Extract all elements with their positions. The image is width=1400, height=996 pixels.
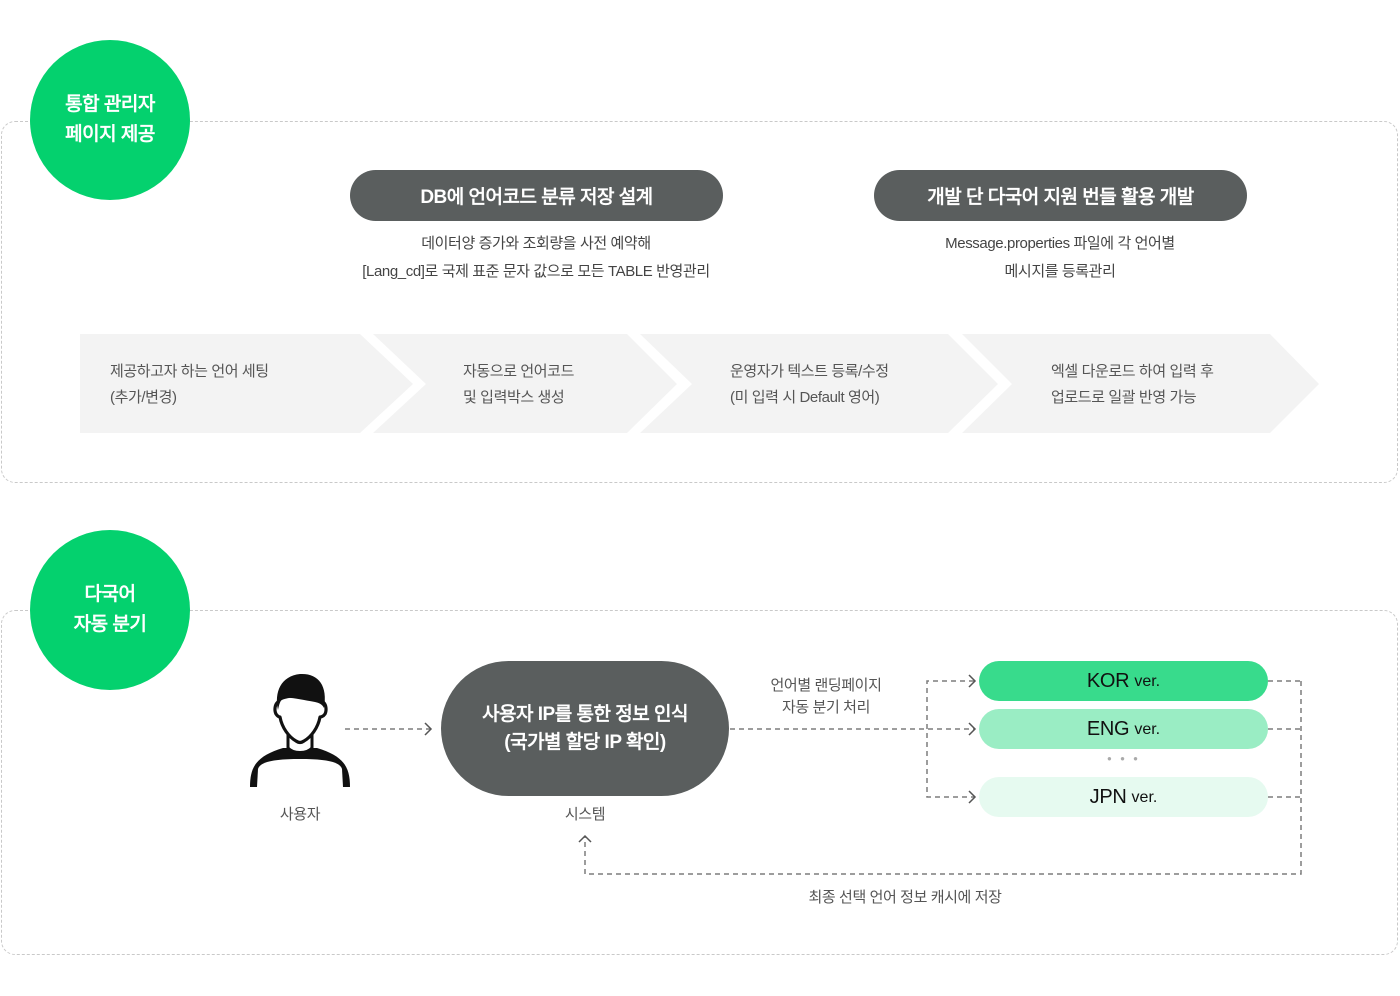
version-pill-jpn: JPN ver.	[979, 777, 1268, 817]
version-pill-eng: ENG ver.	[979, 709, 1268, 749]
step-line-2: 및 입력박스 생성	[463, 389, 565, 406]
badge-line-2: 페이지 제공	[65, 124, 155, 145]
branch-label-line-1: 언어별 랜딩페이지	[770, 677, 882, 694]
badge-line-1: 통합 관리자	[65, 94, 155, 115]
step-1-text: 제공하고자 하는 언어 세팅 (추가/변경)	[110, 359, 269, 411]
branch-label: 언어별 랜딩페이지 자동 분기 처리	[771, 675, 882, 719]
desc-line-2: [Lang_cd]로 국제 표준 문자 값으로 모든 TABLE 반영관리	[362, 263, 710, 280]
version-code: JPN	[1089, 785, 1127, 808]
desc-line-1: 데이터양 증가와 조회량을 사전 예약해	[421, 235, 651, 252]
step-line-1: 제공하고자 하는 언어 세팅	[110, 363, 269, 380]
system-line-2: (국가별 할당 IP 확인)	[504, 731, 666, 753]
feature-pill-db-design: DB에 언어코드 분류 저장 설계	[350, 170, 723, 221]
version-suffix: ver.	[1134, 673, 1161, 690]
feature-title: DB에 언어코드 분류 저장 설계	[420, 187, 653, 208]
system-label: 시스템	[564, 806, 606, 823]
branch-section-badge: 다국어 자동 분기	[30, 530, 190, 690]
user-label: 사용자	[279, 806, 321, 823]
system-ip-recognition-node: 사용자 IP를 통한 정보 인식 (국가별 할당 IP 확인)	[441, 661, 729, 796]
desc-line-2: 메시지를 등록관리	[1004, 263, 1116, 280]
step-3-text: 운영자가 텍스트 등록/수정 (미 입력 시 Default 영어)	[730, 359, 889, 411]
badge-line-2: 자동 분기	[73, 614, 147, 635]
user-icon	[250, 673, 350, 787]
more-versions-ellipsis: ● ● ●	[1107, 754, 1141, 763]
step-4-text: 엑셀 다운로드 하여 입력 후 업로드로 일괄 반영 가능	[1051, 359, 1214, 411]
feature-description-bundle-dev: Message.properties 파일에 각 언어별 메시지를 등록관리	[840, 230, 1280, 286]
system-line-1: 사용자 IP를 통한 정보 인식	[482, 703, 688, 725]
step-line-2: (미 입력 시 Default 영어)	[730, 389, 880, 406]
badge-line-1: 다국어	[84, 584, 136, 605]
step-line-1: 운영자가 텍스트 등록/수정	[730, 363, 889, 380]
version-code: ENG	[1086, 717, 1130, 740]
feature-pill-bundle-dev: 개발 단 다국어 지원 번들 활용 개발	[874, 170, 1247, 221]
branch-section-container	[1, 610, 1398, 955]
branch-label-line-2: 자동 분기 처리	[782, 699, 870, 716]
step-line-1: 자동으로 언어코드	[463, 363, 574, 380]
admin-section-container	[1, 121, 1398, 483]
step-line-2: (추가/변경)	[110, 389, 177, 406]
version-suffix: ver.	[1134, 721, 1161, 738]
version-pill-kor: KOR ver.	[979, 661, 1268, 701]
admin-section-badge: 통합 관리자 페이지 제공	[30, 40, 190, 200]
cache-label: 최종 선택 언어 정보 캐시에 저장	[808, 889, 1002, 906]
step-line-2: 업로드로 일괄 반영 가능	[1051, 389, 1197, 406]
feature-description-db-design: 데이터양 증가와 조회량을 사전 예약해 [Lang_cd]로 국제 표준 문자…	[316, 230, 756, 286]
version-suffix: ver.	[1131, 789, 1158, 806]
step-line-1: 엑셀 다운로드 하여 입력 후	[1051, 363, 1214, 380]
feature-title: 개발 단 다국어 지원 번들 활용 개발	[927, 187, 1194, 208]
version-code: KOR	[1086, 669, 1130, 692]
desc-line-1: Message.properties 파일에 각 언어별	[945, 235, 1175, 252]
step-2-text: 자동으로 언어코드 및 입력박스 생성	[463, 359, 574, 411]
